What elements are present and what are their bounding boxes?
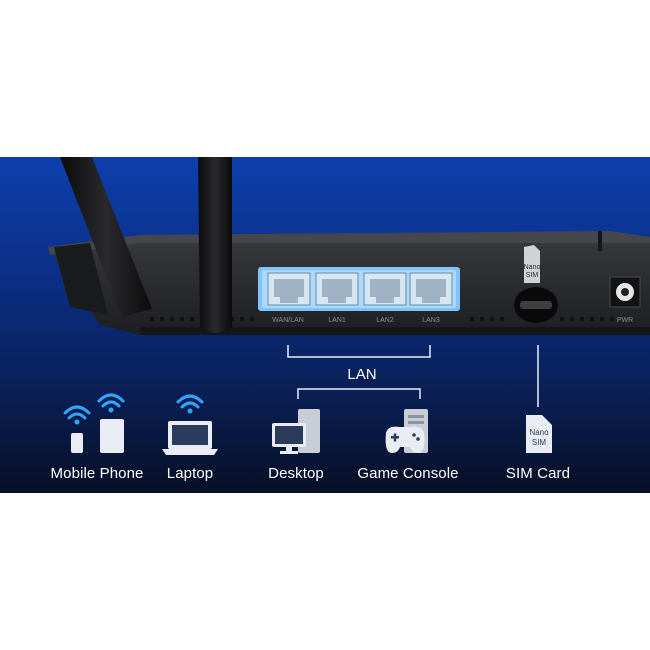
desktop-label: Desktop (268, 465, 324, 482)
port-label-wan-lan: WAN/LAN (272, 317, 304, 324)
mobile-phone-label: Mobile Phone (50, 465, 144, 482)
port-label-lan2: LAN2 (376, 317, 394, 324)
mobile-phone-icon (71, 433, 83, 453)
port-lan1 (315, 272, 359, 306)
port-lan2 (363, 272, 407, 306)
product-banner: WAN/LAN LAN1 LAN2 LAN3 PWR Nano SIM (0, 157, 650, 493)
sim-slot: Nano SIM (514, 245, 558, 323)
port-wan-lan (267, 272, 311, 306)
mobile-devices-icon (63, 393, 125, 453)
lan-group-label: LAN (347, 366, 377, 383)
laptop-label: Laptop (166, 465, 214, 482)
router-stand (54, 243, 108, 315)
lan-bracket (287, 345, 431, 399)
port-label-pwr: PWR (617, 317, 633, 324)
wifi-icon (97, 393, 125, 408)
sim-card-icon: Nano SIM (526, 415, 552, 453)
desktop-icon (272, 409, 320, 454)
sim-card-label-sim: SIM (532, 438, 547, 447)
tablet-icon (100, 419, 124, 453)
game-console-icon (385, 409, 428, 453)
wifi-icon (176, 394, 204, 409)
sim-slot-label-sim: SIM (526, 272, 539, 279)
wifi-icon (63, 405, 91, 420)
ethernet-port-panel (258, 267, 460, 311)
laptop-icon (162, 394, 218, 455)
antenna-middle (198, 157, 232, 333)
power-jack (609, 276, 641, 308)
antenna-left (60, 157, 152, 317)
sim-card-label-nano: Nano (529, 428, 549, 437)
port-label-lan1: LAN1 (328, 317, 346, 324)
sim-slot-label-nano: Nano (524, 264, 541, 271)
port-lan3 (409, 272, 453, 306)
game-console-label: Game Console (357, 465, 459, 482)
port-label-lan3: LAN3 (422, 317, 440, 324)
router-illustration: WAN/LAN LAN1 LAN2 LAN3 PWR Nano SIM (48, 157, 650, 455)
sim-card-label: SIM Card (505, 465, 571, 482)
